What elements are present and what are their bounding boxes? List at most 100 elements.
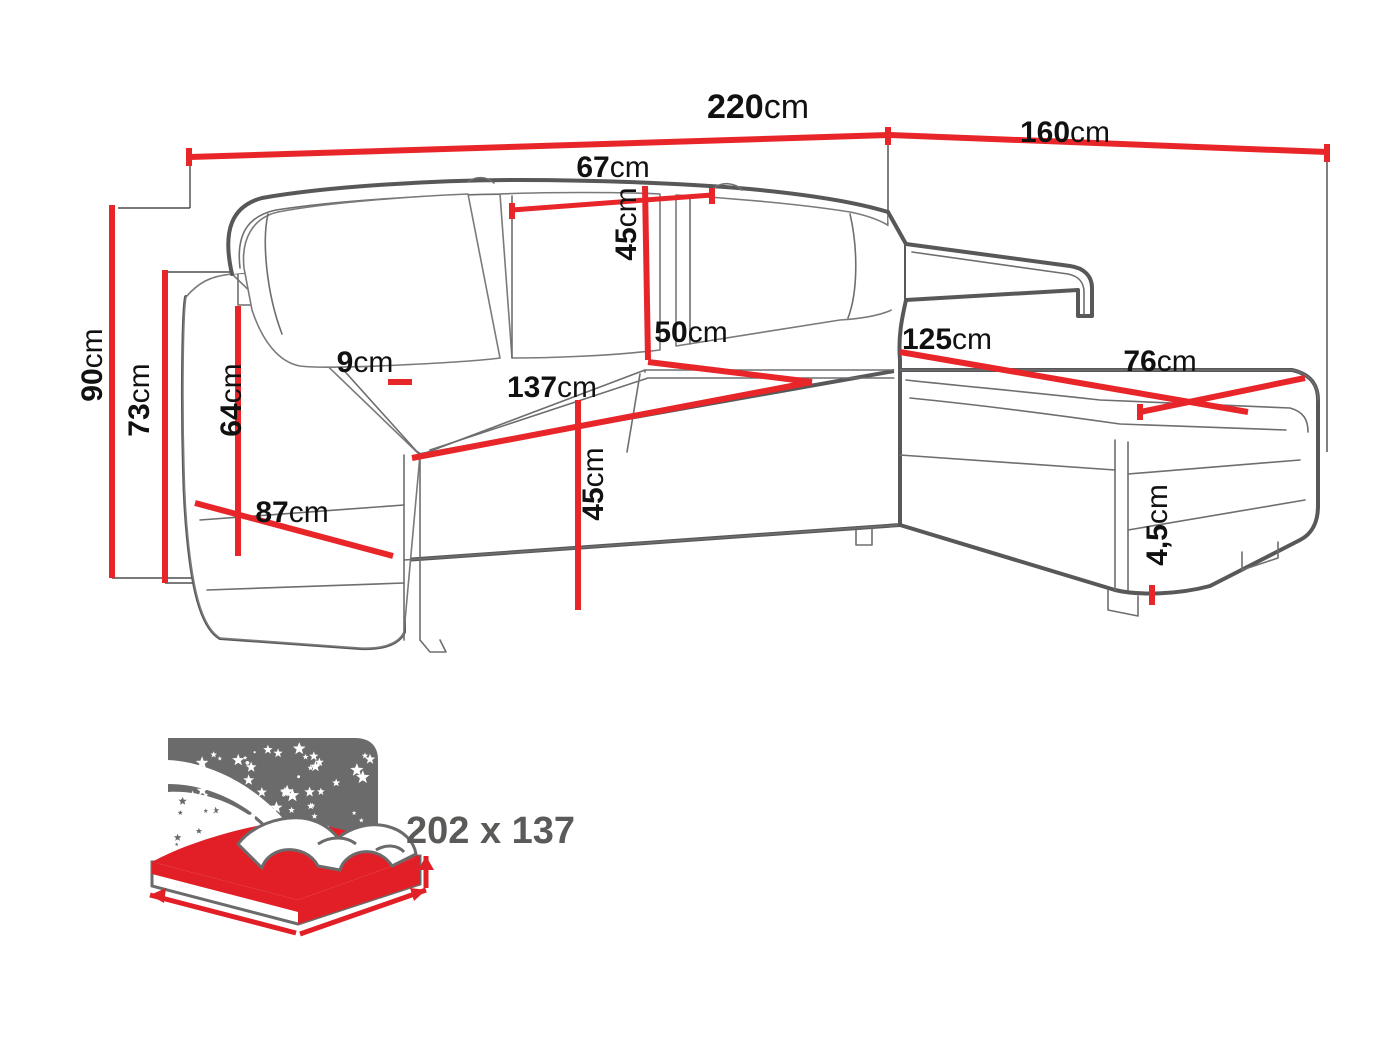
star-icon <box>285 788 300 802</box>
star-icon <box>188 790 197 799</box>
star-icon <box>247 811 258 821</box>
star-icon <box>242 755 248 760</box>
star-icon <box>332 778 341 787</box>
star-icon <box>196 784 208 796</box>
dim-line-160 <box>889 132 1328 155</box>
mattress-size-caption: 202 x 137 <box>406 810 576 852</box>
dim-unit: cm <box>763 88 810 126</box>
dim-label-chaise-seat-length: 125cm <box>902 325 992 355</box>
star-icon <box>177 810 183 815</box>
star-dot-icon <box>245 761 250 765</box>
star-icon <box>245 761 257 772</box>
moon-crescent <box>168 760 310 862</box>
star-dot-icon <box>270 815 274 818</box>
star-icon <box>179 798 184 803</box>
star-dot-icon <box>193 836 198 841</box>
star-dot-icon <box>248 818 252 822</box>
star-icon <box>288 806 295 813</box>
pillow-seam-2 <box>375 844 406 854</box>
arrow-head-up <box>418 856 434 870</box>
pillow-duvet <box>236 816 418 872</box>
mattress-dimension-arrows <box>149 856 434 937</box>
star-icon <box>307 764 314 771</box>
star-icon <box>232 753 245 766</box>
star-icon <box>210 751 217 758</box>
star-icon <box>350 763 364 776</box>
star-dot-icon <box>194 772 197 775</box>
star-icon <box>213 781 220 787</box>
chaise-section <box>898 242 1320 617</box>
star-icon <box>317 787 325 795</box>
star-dot-icon <box>253 751 256 754</box>
dim-value: 9 <box>336 346 354 379</box>
dim-label-chaise-seat-depth: 76cm <box>1123 347 1196 377</box>
star-icon <box>263 744 273 754</box>
dim-unit: cm <box>353 346 394 379</box>
star-icon <box>304 786 315 797</box>
main-sofa-body <box>180 176 908 653</box>
dim-line-67 <box>511 192 713 213</box>
star-icon <box>279 786 290 797</box>
dim-unit: cm <box>288 496 329 529</box>
dim-value: 160 <box>1019 116 1071 149</box>
dim-unit: cm <box>1070 116 1111 149</box>
dim-line-87 <box>194 500 394 559</box>
star-icon <box>302 753 309 760</box>
dim-label-armrest-thickness: 9cm <box>337 348 394 378</box>
dim-unit: cm <box>557 371 598 404</box>
dim-line-45-back <box>642 185 651 361</box>
star-dot-icon <box>211 809 215 813</box>
star-icon <box>364 753 376 764</box>
dim-line-220 <box>189 132 889 160</box>
star-dot-icon <box>188 818 193 823</box>
star-icon <box>203 792 209 798</box>
dim-value: 125 <box>901 323 953 356</box>
dim-value: 76 <box>1123 345 1157 378</box>
mattress-front-band <box>298 856 420 924</box>
star-icon <box>361 752 369 759</box>
dim-value: 220 <box>706 88 764 126</box>
star-icon <box>203 808 209 813</box>
dim-label-side-depth: 87cm <box>255 498 328 528</box>
star-icon <box>292 742 306 755</box>
star-icon <box>174 842 179 846</box>
star-icon <box>173 833 182 841</box>
star-icon <box>311 813 318 819</box>
dim-unit: cm <box>687 316 728 349</box>
dim-value: 87 <box>255 496 289 529</box>
dim-line-76 <box>1139 375 1306 415</box>
arrow-width-line <box>149 892 297 936</box>
dim-label-seat-depth: 50cm <box>654 318 727 348</box>
mattress-left-band <box>152 862 298 912</box>
star-icon <box>358 817 364 823</box>
star-icon <box>310 760 321 772</box>
star-icon <box>270 801 283 813</box>
star-icon <box>356 770 370 783</box>
star-icon <box>309 751 319 761</box>
arrow-head-left <box>150 888 166 903</box>
star-icon <box>256 787 267 797</box>
dim-label-seat-width: 137cm <box>507 373 597 403</box>
star-icon <box>195 827 203 834</box>
star-icon <box>307 802 315 810</box>
star-icon <box>351 810 357 815</box>
star-icon <box>217 756 223 761</box>
star-dot-icon <box>186 834 191 839</box>
star-dot-icon <box>313 755 316 758</box>
dim-label-overall-depth-right: 160cm <box>1020 118 1110 148</box>
arrow-head-right <box>410 888 426 901</box>
dimension-lines <box>109 127 1330 610</box>
star-icon <box>178 796 187 805</box>
mattress-illustration <box>150 816 422 926</box>
pillow-seam-1 <box>317 836 357 846</box>
dim-label-backrest-cushion-width: 67cm <box>576 153 649 183</box>
star-icon <box>273 748 283 758</box>
dim-value: 67 <box>576 151 610 184</box>
dim-unit: cm <box>1156 345 1197 378</box>
dim-line-137 <box>411 379 813 461</box>
dim-line-50 <box>647 359 813 385</box>
arrow-length-line <box>299 887 427 937</box>
